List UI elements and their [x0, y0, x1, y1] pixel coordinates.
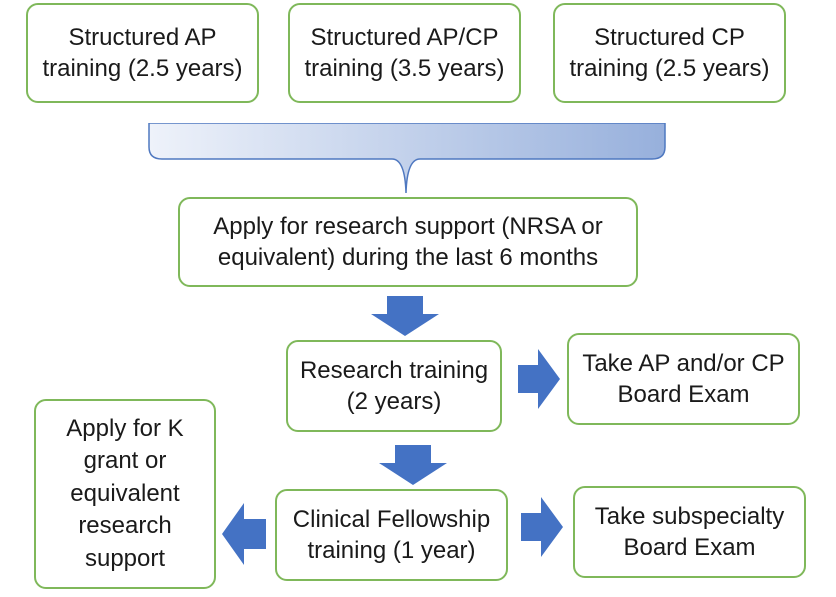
k-grant-line-1: Apply for K [66, 415, 184, 443]
structured-apcp-training-box: Structured AP/CP training (3.5 years) [288, 3, 521, 103]
k-grant-line-4: research [78, 512, 172, 540]
apply-research-line-1: Apply for research support (NRSA or [213, 212, 603, 240]
k-grant-line-3: equivalent [70, 479, 180, 507]
subspecialty-exam-line-1: Take subspecialty [594, 502, 785, 530]
apply-research-line-2: equivalent) during the last 6 months [217, 244, 599, 271]
structured-cp-line-2: training (2.5 years) [569, 55, 770, 82]
clinical-fellowship-line-2: training (1 year) [307, 537, 476, 564]
research-training-line-2: (2 years) [346, 388, 442, 415]
right-arrow-icon [518, 349, 560, 409]
structured-ap-line-2: training (2.5 years) [42, 55, 243, 82]
apply-k-grant-box: Apply for K grant or equivalent research… [34, 399, 216, 589]
apcp-board-exam-line-1: Take AP and/or CP [582, 349, 785, 377]
structured-apcp-line-1: Structured AP/CP [310, 23, 499, 51]
structured-cp-line-1: Structured CP [594, 23, 745, 51]
research-training-box: Research training (2 years) [286, 340, 502, 432]
structured-cp-training-box: Structured CP training (2.5 years) [553, 3, 786, 103]
merge-brace-shape [148, 123, 666, 194]
structured-apcp-line-2: training (3.5 years) [304, 55, 505, 82]
k-grant-line-5: support [84, 544, 166, 572]
apcp-board-exam-line-2: Board Exam [617, 381, 750, 408]
apply-research-support-box: Apply for research support (NRSA or equi… [178, 197, 638, 287]
clinical-fellowship-line-1: Clinical Fellowship [292, 505, 491, 533]
structured-ap-line-1: Structured AP [68, 23, 217, 51]
merge-brace [148, 123, 666, 194]
take-subspecialty-board-exam-box: Take subspecialty Board Exam [573, 486, 806, 578]
right-arrow-icon [521, 497, 563, 557]
clinical-fellowship-training-box: Clinical Fellowship training (1 year) [275, 489, 508, 581]
research-training-line-1: Research training [299, 356, 489, 384]
left-arrow-icon [222, 503, 266, 565]
structured-ap-training-box: Structured AP training (2.5 years) [26, 3, 259, 103]
subspecialty-exam-line-2: Board Exam [623, 534, 756, 561]
down-arrow-icon [379, 445, 447, 485]
down-arrow-icon [371, 296, 439, 336]
take-apcp-board-exam-box: Take AP and/or CP Board Exam [567, 333, 800, 425]
k-grant-line-2: grant or [83, 447, 167, 475]
